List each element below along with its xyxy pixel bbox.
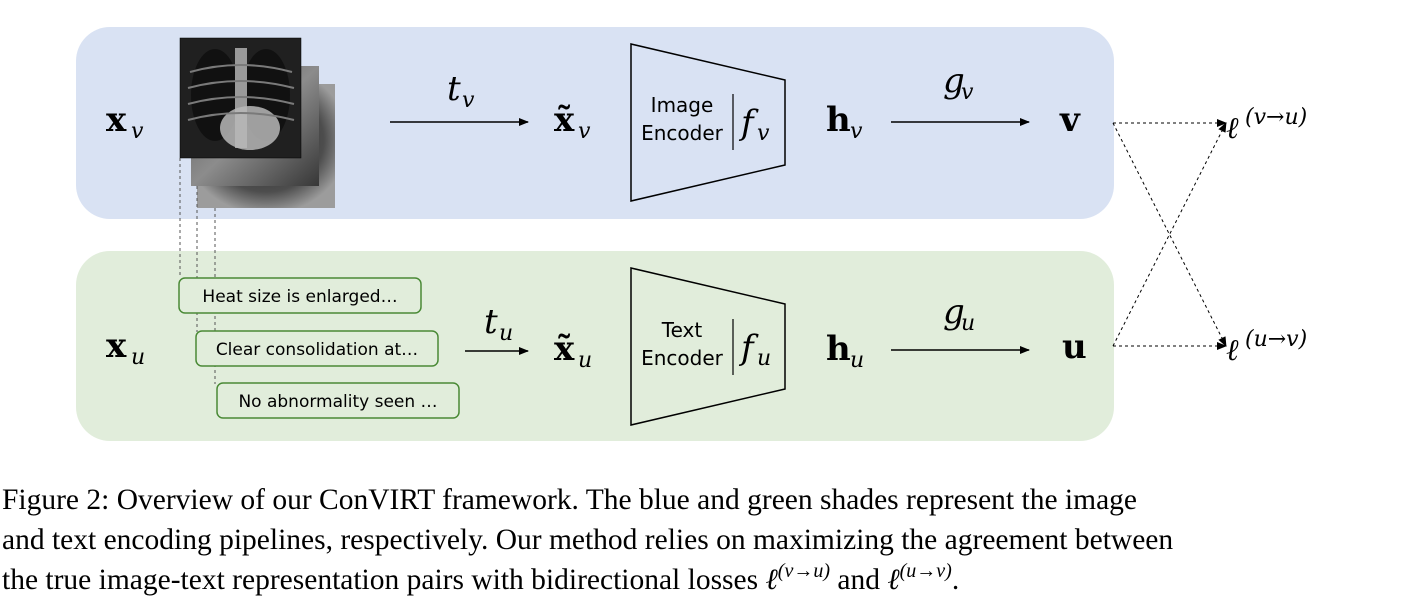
xray-image-stack xyxy=(179,37,335,208)
text-encoder: Text Encoder f u xyxy=(630,267,786,426)
loss-label-u-to-v: ℓ (u→v) xyxy=(1226,327,1307,368)
image-projection-sub: v xyxy=(961,80,974,105)
image-encoder-label-2: Encoder xyxy=(641,121,724,145)
image-projection-g: g xyxy=(943,61,965,101)
framework-diagram: x v t v x̃ v Image Encoder f v h v xyxy=(106,37,1307,426)
image-transform-sub: v xyxy=(462,88,475,113)
text-input-symbol: x u xyxy=(106,326,145,370)
text-output-u: u xyxy=(1062,327,1087,367)
caption-loss-symbol-1: ℓ xyxy=(765,564,778,596)
text-projection-sub: u xyxy=(961,311,975,336)
loss-symbol-vu: ℓ xyxy=(1226,111,1239,146)
caption-line-3-text: the true image-text representation pairs… xyxy=(2,564,766,596)
image-transform-arrow: t v xyxy=(390,69,529,126)
text-augmented-symbol: x̃ u xyxy=(554,329,592,373)
text-input-sub: u xyxy=(131,345,145,370)
image-input-x: x xyxy=(106,100,127,140)
caption-line-3: the true image-text representation pairs… xyxy=(2,560,1418,600)
loss-sup-uv: (u→v) xyxy=(1245,327,1307,352)
image-hidden-symbol: h v xyxy=(826,100,863,144)
image-augmented-symbol: x̃ v xyxy=(554,100,591,144)
caption-line-1: Figure 2: Overview of our ConVIRT framew… xyxy=(2,484,1138,516)
image-augmented-sub: v xyxy=(578,119,591,144)
sentence-box-1 xyxy=(178,277,422,314)
text-hidden-sub: u xyxy=(850,348,864,373)
sentence-box-3 xyxy=(216,382,460,419)
caption-line-2: and text encoding pipelines, respectivel… xyxy=(2,524,1174,556)
caption-loss-symbol-2: ℓ xyxy=(887,564,900,596)
image-output-v: v xyxy=(1059,100,1081,140)
image-input-symbol: x v xyxy=(106,100,144,144)
caption-loss-sup-1: (v→u) xyxy=(777,560,830,582)
text-transform-arrow: t u xyxy=(465,302,529,355)
loss-connections xyxy=(1112,119,1227,350)
image-encoder: Image Encoder f v xyxy=(630,43,786,202)
text-encoder-fn-sub: u xyxy=(757,346,771,371)
loss-label-v-to-u: ℓ (v→u) xyxy=(1226,105,1307,146)
image-hidden-h: h xyxy=(826,100,851,140)
image-transform-t: t xyxy=(447,69,461,109)
caption-end: . xyxy=(951,564,960,596)
text-projection-g: g xyxy=(943,292,965,332)
caption-joiner: and xyxy=(830,564,888,596)
image-encoder-fn: f xyxy=(738,103,759,143)
xray-ribs xyxy=(187,64,295,121)
sentence-text-2: Clear consolidation at… xyxy=(216,340,418,360)
text-projection-arrow: g u xyxy=(891,292,1030,354)
image-encoder-fn-sub: v xyxy=(757,121,770,146)
text-encoder-shape xyxy=(630,267,786,426)
xray-heart xyxy=(220,106,280,150)
sentence-boxes: Heat size is enlarged… Clear consolidati… xyxy=(178,277,460,419)
text-encoder-label-1: Text xyxy=(661,318,703,342)
loss-symbol-uv: ℓ xyxy=(1226,333,1239,368)
image-hidden-sub: v xyxy=(850,119,863,144)
sentence-text-1: Heat size is enlarged… xyxy=(202,287,397,307)
text-encoder-label-2: Encoder xyxy=(641,346,724,370)
sentence-box-2 xyxy=(195,330,439,367)
caption-loss-sup-2: (u→v) xyxy=(899,560,952,582)
figure-caption: Figure 2: Overview of our ConVIRT framew… xyxy=(2,480,1418,600)
text-transform-sub: u xyxy=(499,321,513,346)
text-augmented-x: x̃ xyxy=(554,329,575,369)
image-encoder-label-1: Image xyxy=(651,93,714,117)
loss-sup-vu: (v→u) xyxy=(1245,105,1307,130)
image-projection-arrow: g v xyxy=(891,61,1030,126)
text-encoder-fn: f xyxy=(738,328,759,368)
text-hidden-symbol: h u xyxy=(826,329,864,373)
sentence-text-3: No abnormality seen … xyxy=(238,392,437,412)
image-encoder-shape xyxy=(630,43,786,202)
image-augmented-x: x̃ xyxy=(554,100,575,140)
text-hidden-h: h xyxy=(826,329,851,369)
text-transform-t: t xyxy=(484,302,498,342)
text-augmented-sub: u xyxy=(578,348,592,373)
text-input-x: x xyxy=(106,326,127,366)
image-input-sub: v xyxy=(131,119,144,144)
